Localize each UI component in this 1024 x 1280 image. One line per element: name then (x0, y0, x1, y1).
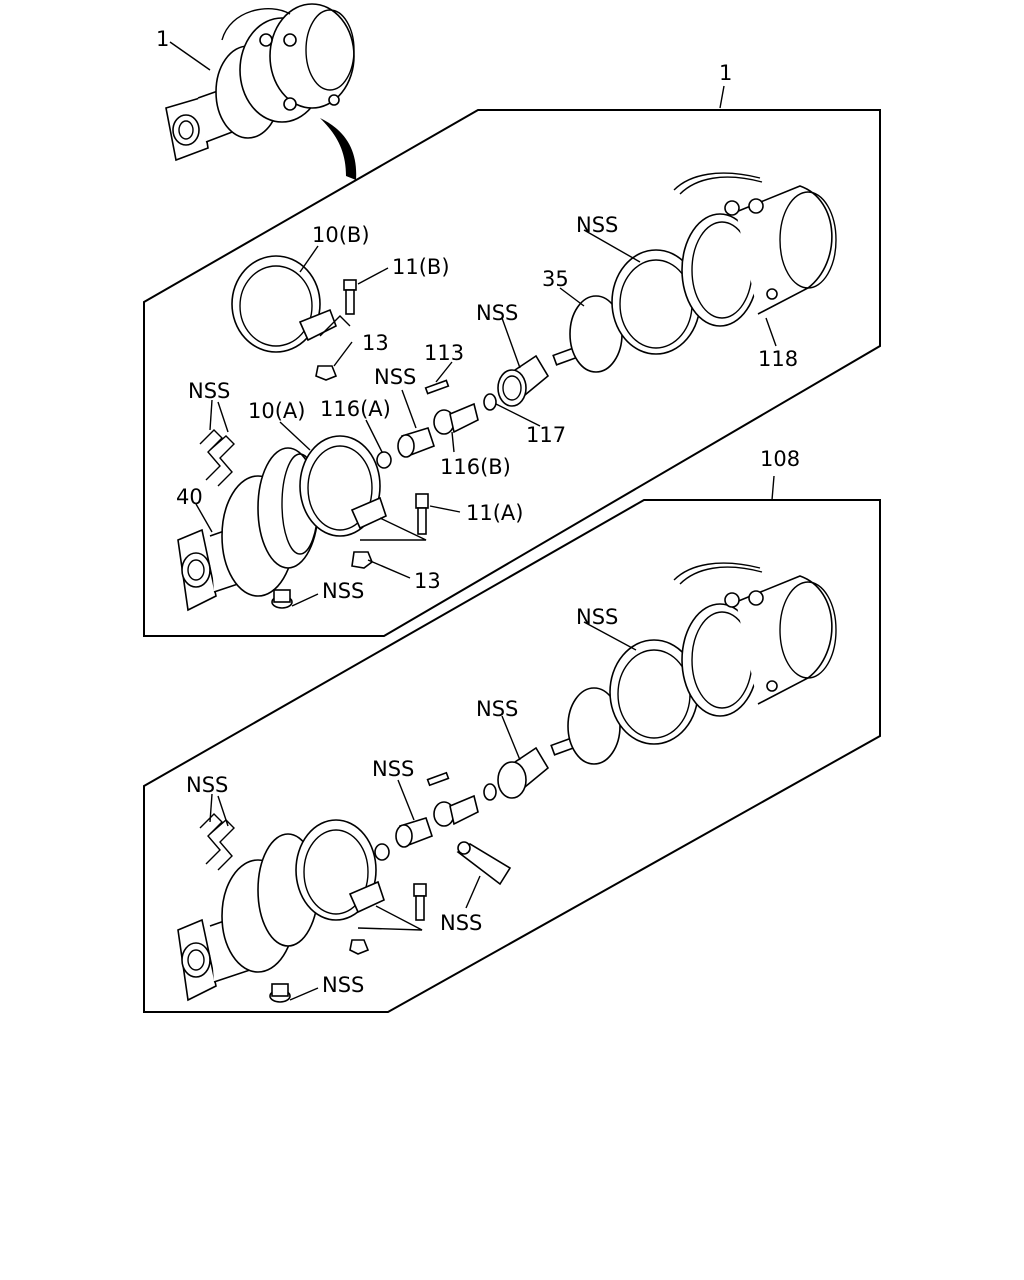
callout-nss-pipe: NSS (188, 379, 230, 403)
callout-11a: 11(A) (466, 501, 523, 525)
callout-113: 113 (424, 341, 464, 365)
callout-35: 35 (542, 267, 569, 291)
callout-b-nss-nut: NSS (322, 973, 364, 997)
clamp-10b (231, 255, 338, 353)
callout-assembly-1: 1 (719, 61, 732, 85)
callout-nss-seal: NSS (576, 213, 618, 237)
callout-b-nss-seal: NSS (576, 605, 618, 629)
assembly-1-panel (143, 109, 881, 637)
callout-117: 117 (526, 423, 566, 447)
callout-b-nss-actuator: NSS (440, 911, 482, 935)
callout-116b: 116(B) (440, 455, 511, 479)
callout-10b: 10(B) (312, 223, 370, 247)
callout-assembly-108: 108 (760, 447, 800, 471)
clamp-10a (299, 435, 387, 537)
housing-40 (177, 429, 319, 612)
assembly-108-panel (143, 499, 881, 1013)
callout-b-nss-pipe: NSS (186, 773, 228, 797)
callout-b-nss-bushing: NSS (372, 757, 414, 781)
callout-116a: 116(A) (320, 397, 391, 421)
callout-nss-bushing: NSS (374, 365, 416, 389)
callout-40: 40 (176, 485, 203, 509)
callout-top-assembly: 1 (156, 27, 169, 51)
callout-b-nss-boot: NSS (476, 697, 518, 721)
callout-10a: 10(A) (248, 399, 305, 423)
callout-11b: 11(B) (392, 255, 450, 279)
callout-nss-boot: NSS (476, 301, 518, 325)
callout-118: 118 (758, 347, 798, 371)
assembled-unit-thumbnail (165, 3, 357, 180)
callout-13-lower: 13 (414, 569, 441, 593)
callout-13-upper: 13 (362, 331, 389, 355)
callout-nss-nut: NSS (322, 579, 364, 603)
